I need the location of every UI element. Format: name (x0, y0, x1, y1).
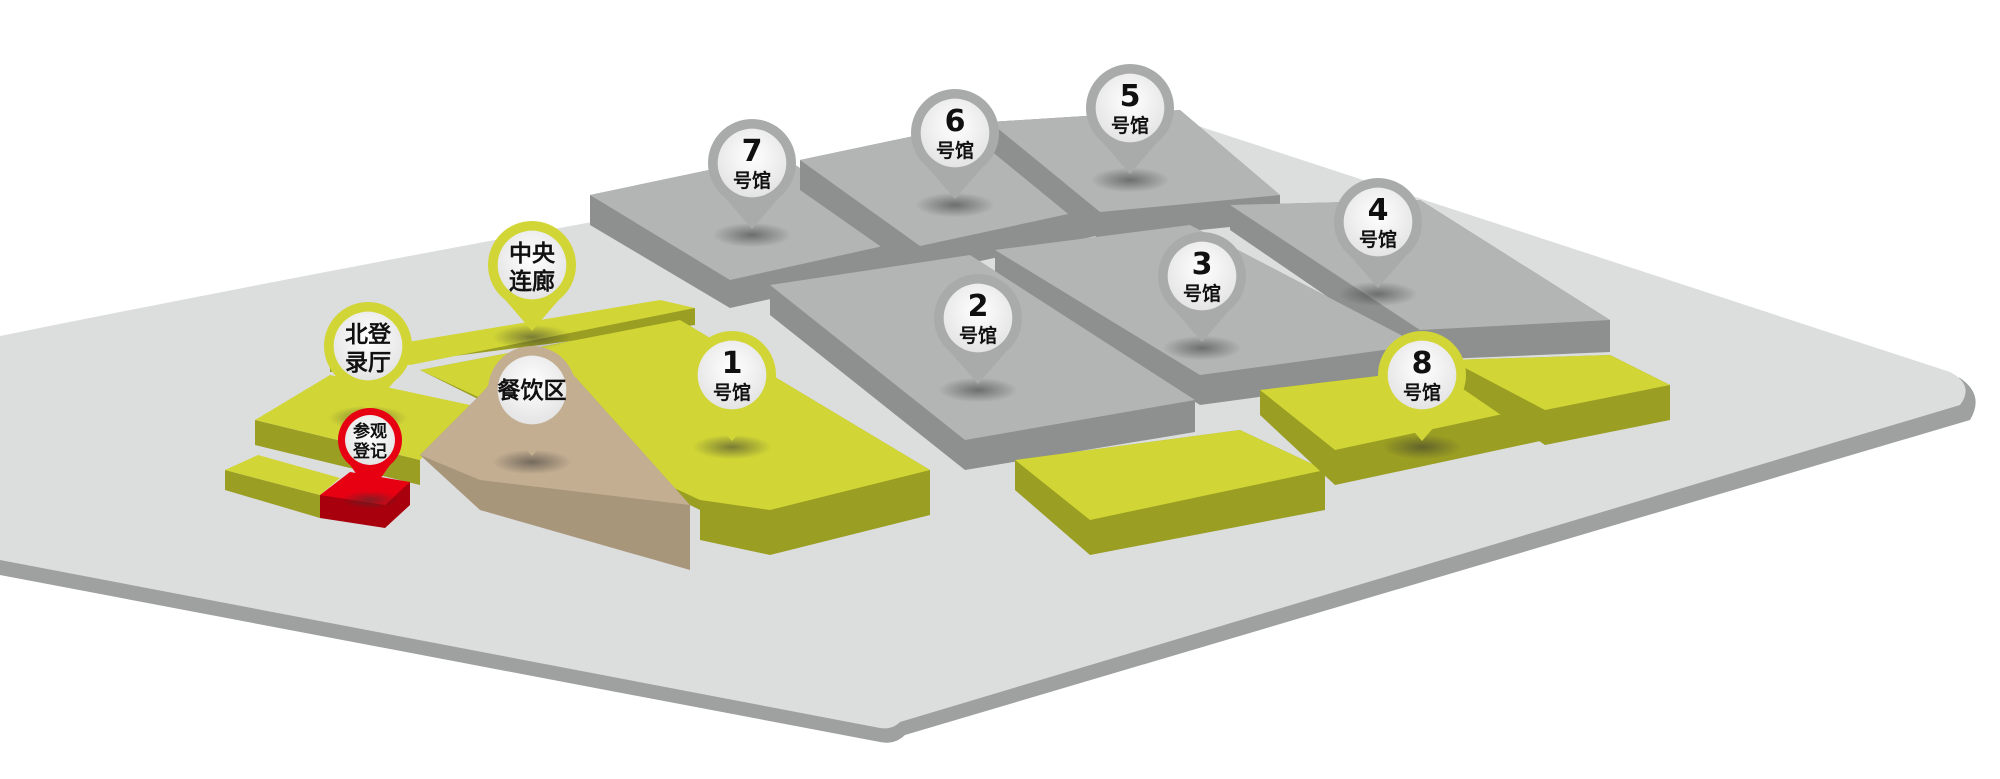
food-court-label: 餐饮区 (498, 377, 567, 404)
hall-2-label: 号馆 (959, 324, 997, 347)
hall-2-number: 2 (968, 289, 989, 324)
pin-face (697, 340, 767, 410)
pin-tip (1350, 256, 1406, 288)
pin-shadow (938, 377, 1018, 403)
hall-3-label: 号馆 (1183, 282, 1221, 305)
central-corridor-label-line1: 中央 (509, 241, 556, 267)
hall-6-number: 6 (945, 104, 966, 139)
pin-tip (504, 424, 560, 456)
pin-tip (704, 409, 760, 441)
hall-6-label: 号馆 (936, 139, 974, 162)
pin-shadow (341, 491, 399, 509)
hall-5-number: 5 (1120, 79, 1141, 114)
hall-1-number: 1 (722, 346, 743, 381)
pin-face (497, 230, 567, 300)
pin-face (1387, 340, 1457, 410)
pin-face (1167, 241, 1237, 311)
pin-shadow (1338, 281, 1418, 307)
hall-8-pin[interactable]: 8号馆 (1378, 331, 1466, 460)
hall-2-pin[interactable]: 2号馆 (934, 274, 1022, 403)
central-corridor-label-line2: 连廊 (509, 268, 555, 295)
hall-8-number: 8 (1412, 346, 1433, 381)
pin-tip (350, 464, 390, 494)
hall-4-label: 号馆 (1359, 228, 1397, 251)
pin-shadow (712, 222, 792, 248)
hall-5-pin[interactable]: 5号馆 (1086, 64, 1174, 193)
hall-1-pin[interactable]: 1号馆 (688, 331, 776, 460)
hall-4-number: 4 (1368, 193, 1389, 228)
pin-tip (724, 197, 780, 229)
pin-tip (950, 352, 1006, 384)
hall-7-pin[interactable]: 7号馆 (708, 119, 796, 248)
pin-tip (504, 299, 560, 331)
pin-shadow (692, 434, 772, 460)
north-lobby-label-line1: 北登 (345, 322, 392, 348)
hall-4-pin[interactable]: 4号馆 (1334, 178, 1422, 307)
north-lobby-label-line2: 录厅 (345, 350, 391, 376)
registration-label-line2: 登记 (352, 441, 387, 462)
pin-face (920, 98, 990, 168)
pin-face (497, 355, 567, 425)
hall-8-label: 号馆 (1403, 381, 1441, 404)
pin-tip (1394, 409, 1450, 441)
pin-shadow (915, 192, 995, 218)
hall-4-block[interactable] (1230, 200, 1610, 360)
hall-1-label: 号馆 (713, 381, 751, 404)
pin-tip (927, 167, 983, 199)
pin-shadow (1382, 434, 1462, 460)
pin-face (1095, 73, 1165, 143)
hall-7-label: 号馆 (733, 169, 771, 192)
hall-7-number: 7 (742, 134, 763, 169)
pin-face (717, 128, 787, 198)
pin-face (333, 311, 403, 381)
hall-3-number: 3 (1192, 247, 1213, 282)
registration-label-line1: 参观 (353, 421, 387, 442)
hall-3-pin[interactable]: 3号馆 (1158, 232, 1246, 361)
pin-shadow (1162, 335, 1242, 361)
pin-face (1343, 187, 1413, 257)
pin-face (943, 283, 1013, 353)
pin-tip (340, 380, 396, 412)
food-court-pin[interactable]: 餐饮区 (488, 346, 576, 475)
hall-8-block[interactable] (1015, 355, 1670, 555)
pin-shadow (492, 324, 572, 350)
pin-shadow (492, 449, 572, 475)
pin-tip (1174, 310, 1230, 342)
pin-shadow (1090, 167, 1170, 193)
hall-6-pin[interactable]: 6号馆 (911, 89, 999, 218)
hall-5-label: 号馆 (1111, 114, 1149, 137)
pin-tip (1102, 142, 1158, 174)
pin-face (345, 415, 395, 465)
